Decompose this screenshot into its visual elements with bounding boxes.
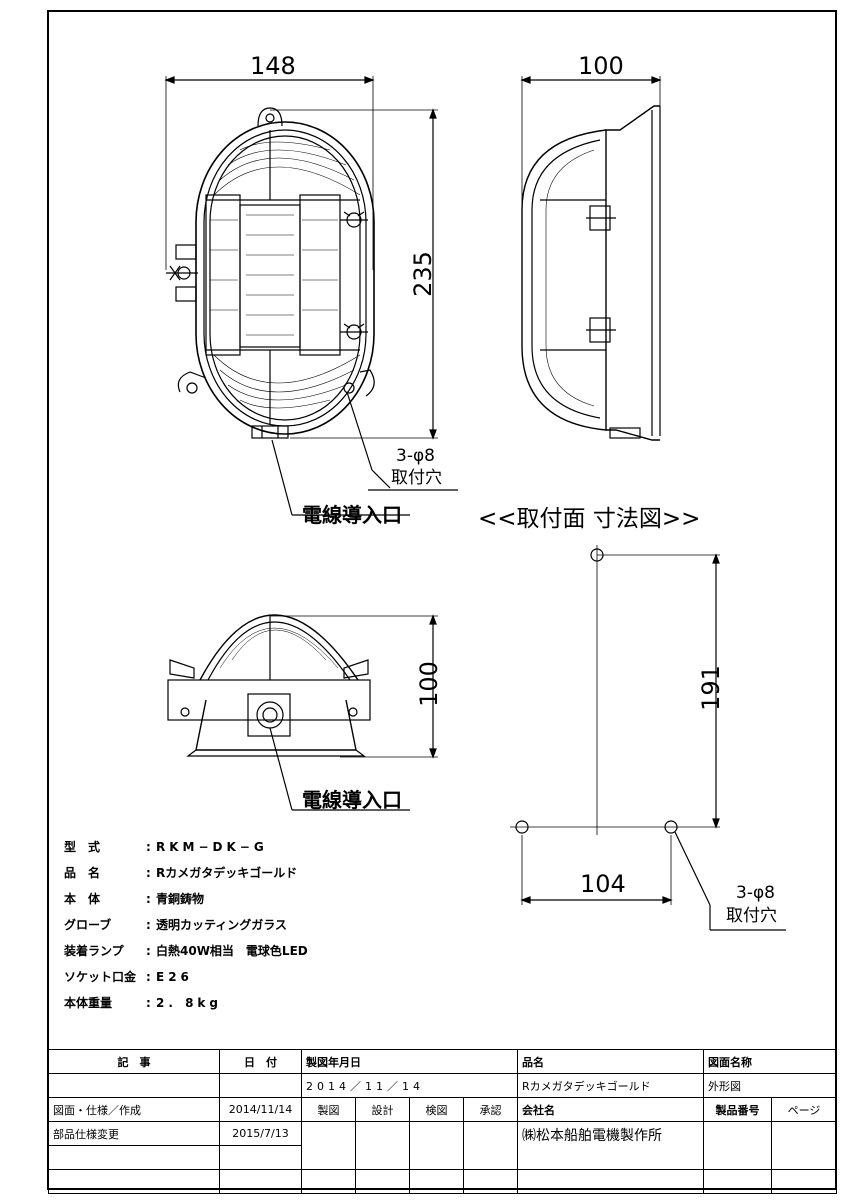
header-approve: 承認 (463, 1097, 518, 1122)
spec-key: 本 体 (64, 892, 101, 906)
record-row-1: 図面・仕様／作成 (48, 1097, 220, 1122)
product-name: Rカメガタデッキゴールド (517, 1073, 704, 1098)
date-row-2: 2015/7/13 (219, 1121, 302, 1146)
spec-key: グローブ (64, 918, 112, 932)
header-design: 設計 (355, 1097, 410, 1122)
dim-100-bottom: 100 (414, 661, 443, 707)
hole-spec-mount: 3-φ8 (736, 883, 775, 903)
spec-row: グローブ:透明カッティングガラス (64, 918, 288, 932)
hole-label-front: 取付穴 (391, 468, 442, 488)
date-row-1: 2014/11/14 (219, 1097, 302, 1122)
spec-value: 2. 8kg (156, 996, 223, 1010)
dim-235: 235 (408, 251, 437, 297)
header-check: 検図 (409, 1097, 464, 1122)
header-product-no: 製品番号 (703, 1097, 772, 1122)
spec-value: E26 (156, 970, 193, 984)
company-name: ㈱松本船舶電機製作所 (517, 1121, 704, 1170)
spec-row: 本体重量:2. 8kg (64, 996, 223, 1010)
mfg-date: 2014／11／14 (301, 1073, 518, 1098)
spec-key: 型 式 (64, 840, 101, 854)
spec-key: ソケット口金 (64, 970, 137, 984)
hole-spec-front: 3-φ8 (396, 446, 435, 466)
spec-value: 青銅鋳物 (156, 892, 205, 906)
header-date: 日 付 (219, 1049, 302, 1074)
bottom-view (167, 614, 438, 811)
cable-entry-label-front: 電線導入口 (302, 503, 402, 527)
header-record: 記 事 (48, 1049, 220, 1074)
dim-100-side: 100 (578, 52, 624, 80)
title-block: 記 事 日 付 製図年月日 品名 図面名称 2014／11／14 Rカメガタデッ… (48, 1049, 837, 1194)
spec-row: 品 名:Rカメガタデッキゴールド (64, 866, 298, 880)
header-company: 会社名 (517, 1097, 704, 1122)
spec-value: 白熱40W相当 電球色LED (156, 944, 308, 958)
side-view (520, 76, 662, 441)
front-view (164, 76, 458, 516)
spec-value: RKM−DK−G (156, 840, 268, 854)
mounting-face-view (510, 545, 786, 931)
spec-key: 装着ランプ (64, 944, 124, 958)
record-row-2: 部品仕様変更 (48, 1121, 220, 1146)
hole-label-mount: 取付穴 (726, 906, 777, 926)
spec-row: 装着ランプ:白熱40W相当 電球色LED (64, 944, 308, 958)
dim-148: 148 (250, 52, 296, 80)
drawing-name: 外形図 (703, 1073, 837, 1098)
dim-104: 104 (580, 870, 626, 898)
spec-row: ソケット口金:E26 (64, 970, 193, 984)
dim-191: 191 (696, 665, 725, 711)
spec-key: 本体重量 (64, 996, 113, 1010)
header-page: ページ (771, 1097, 837, 1122)
spec-row: 本 体:青銅鋳物 (64, 892, 205, 906)
header-drawing-name: 図面名称 (703, 1049, 837, 1074)
header-draft: 製図 (301, 1097, 356, 1122)
mount-title: <<取付面 寸法図>> (478, 506, 701, 532)
spec-value: 透明カッティングガラス (156, 918, 288, 932)
header-mfg-date: 製図年月日 (301, 1049, 518, 1074)
cable-entry-label-bottom: 電線導入口 (302, 788, 402, 812)
spec-key: 品 名 (64, 866, 101, 880)
header-product: 品名 (517, 1049, 704, 1074)
spec-value: Rカメガタデッキゴールド (156, 866, 298, 880)
spec-row: 型 式:RKM−DK−G (64, 840, 268, 854)
